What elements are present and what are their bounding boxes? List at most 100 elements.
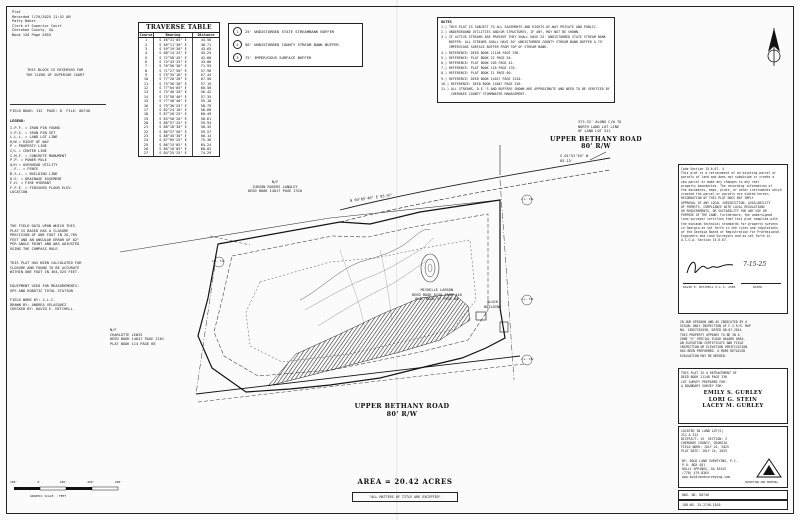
table-cell: 27	[139, 151, 154, 156]
certification-line: the minimum technical standards for prop…	[681, 221, 778, 226]
certification-line: PURPOSE OF THE LAND. Furthermore, the un…	[681, 213, 773, 218]
note-line: 1.) THIS PLAT IS SUBJECT TO ALL EASEMENT…	[441, 24, 598, 29]
field-book: FIELD BOOK: 132 PAGE: 8 FILE: 80740	[10, 109, 91, 113]
legend-item: C/L = CENTER LINE	[10, 148, 47, 153]
notes-list: 1.) THIS PLAT IS SUBJECT TO ALL EASEMENT…	[441, 25, 611, 98]
table-cell: 59.94	[200, 120, 212, 125]
land-lot-label: L.L. 311	[521, 198, 534, 201]
table-cell: 44.56	[200, 38, 212, 43]
land-lot-line	[499, 179, 515, 381]
location-line: DISTRICT: 15 SECTION: 2	[681, 437, 728, 441]
table-cell: 57.15	[200, 81, 212, 86]
note-line: BUFFER. ALL STREAMS SHALL HAVE 50' UNDIS…	[441, 40, 604, 45]
table-cell: 60.56	[200, 86, 212, 91]
owner-names: EMILY S. GURLEY LORI G. STEIN LACEY M. G…	[681, 390, 785, 409]
page-fold	[396, 0, 398, 520]
stream-line	[299, 229, 431, 301]
road-name: UPPER BETHANY ROAD	[354, 402, 450, 410]
road-edge-north	[339, 157, 611, 211]
buffer-number: 2	[233, 40, 242, 49]
table-cell: S 86°15'05" E	[154, 142, 193, 147]
table-cell: 24	[139, 138, 154, 143]
land-lot-label: L.L. 312	[521, 358, 534, 361]
adjoiner-line	[119, 199, 501, 253]
table-cell: 71.93	[200, 64, 212, 69]
table-cell: S 68°14'25" E	[154, 51, 193, 56]
certification-line: land surveyor certifies that this plat c…	[681, 217, 778, 222]
flood-line: THIS PROPERTY APPEARS TO BE IN A	[680, 332, 740, 337]
certification-line: RECORDATION OF THIS PLAT DOES NOT IMPLY	[681, 196, 754, 201]
note-line: 6.) REFERENCE: PLAT BOOK 105 PAGE 42.	[441, 61, 515, 66]
company-line: HOLLY SPRINGS, GA 30142	[682, 467, 727, 471]
notes-title: NOTES	[441, 20, 452, 24]
table-cell: S 86°57'25" E	[154, 120, 193, 126]
table-cell: 9	[139, 73, 154, 78]
legend-item: LOCATION	[10, 190, 28, 195]
flood-line: NO. 13057C0155D, DATED 08-07-2014	[680, 328, 742, 333]
buffer-item: 1 25' UNDISTURBED STATE STREAMBANK BUFFE…	[233, 27, 334, 36]
road-centerline-south	[197, 363, 525, 403]
table-cell: 58.61	[200, 116, 212, 121]
certification-line: property boundaries. The recording infor…	[681, 183, 773, 188]
table-cell: S 46°31'05" E	[154, 38, 193, 43]
legend-item: --F-- = FENCE	[10, 167, 39, 172]
company-line: www.boldlandsurveying.com	[682, 475, 730, 479]
table-cell: 21	[139, 125, 154, 130]
col-distance: Distance	[197, 33, 215, 37]
company-line: P.O. BOX 481	[682, 463, 706, 467]
property-boundary	[197, 199, 506, 393]
legend-item: F.H. = FIRE HYDRANT	[10, 181, 52, 186]
company-line: (770) 479-8364	[682, 471, 709, 475]
table-cell: 16	[139, 103, 154, 108]
note-line: 9.) REFERENCE: DEED BOOK 14017 PAGE 2310…	[441, 76, 523, 81]
table-cell: S 83°50'20" E	[154, 116, 193, 121]
table-cell: 3	[139, 47, 154, 52]
road-rw: 80' R/W	[386, 410, 418, 418]
legend-item: P = PROPERTY LINE	[10, 144, 47, 149]
certification-line: Code Section 15-6-67, 4	[681, 167, 724, 171]
reserved-note: THIS BLOCK IS RESERVED FOR THE CLERK OF …	[26, 68, 85, 77]
legend-item: O/H = OVERHEAD UTILITY	[10, 162, 58, 167]
buffer-legend: 1 25' UNDISTURBED STATE STREAMBANK BUFFE…	[228, 23, 363, 67]
table-cell: S 88°45'30" E	[154, 133, 193, 139]
prepared-for-label: LOT SURVEY PREPARED FOR: A BOUNDARY SURV…	[681, 380, 728, 389]
table-cell: 75.36	[200, 138, 212, 143]
certification-line: O.C.G.A. Section 15-6-67.	[681, 238, 728, 243]
table-cell: S 79°36'25" E	[154, 103, 193, 108]
table-cell: S 75°58'40" E	[154, 94, 193, 100]
road-name: UPPER BETHANY ROAD	[549, 136, 643, 143]
table-cell: S 86°57'50" E	[154, 129, 193, 134]
table-cell: 74.29	[200, 151, 212, 156]
area-label: AREA = 20.42 ACRES	[357, 477, 453, 486]
signer: DAVID E. MITCHELL P.L.S. 2585	[683, 285, 736, 289]
contour-knoll	[420, 253, 440, 283]
signature-icon	[686, 261, 734, 274]
note-line: 8.) REFERENCE: PLAT BOOK 11 PAGE 60.	[441, 71, 513, 76]
note-line: 2.) UNDERGROUND UTILITIES AND/OR STRUCTU…	[441, 29, 580, 34]
closure-note: THIS PLAT HAS BEEN CALCULATED FOR CLOSUR…	[10, 261, 82, 275]
road-rw: 80' R/W	[581, 143, 611, 150]
equipment-note: EQUIPMENT USED FOR MEASUREMENTS: GPS AND…	[10, 284, 80, 293]
legend-item: L.L.L. = LAND LOT LINE	[10, 135, 58, 140]
company-line: BY: BOLD LAND SURVEYING, P.C.	[682, 459, 738, 463]
location-line: PLAT DATE: JULY 24, 2025	[681, 449, 728, 453]
certification-line: This plat is a retracement of an existin…	[681, 171, 776, 176]
table-cell: 45.24	[200, 51, 212, 56]
table-cell: 17	[139, 107, 154, 113]
table-cell: 43.06	[200, 60, 212, 65]
note-line: 11.) ALL STREAMS, D.E.'S AND BUFFERS SHO…	[441, 87, 610, 92]
flood-line: EVALUATION MAY BE NEEDED.	[680, 353, 727, 358]
title-box: THIS PLAT IS A RETRACEMENT OF DEED BOOK …	[678, 368, 788, 424]
block-label: BLOCK BUILDING	[484, 300, 502, 309]
table-cell: 15	[139, 99, 154, 104]
